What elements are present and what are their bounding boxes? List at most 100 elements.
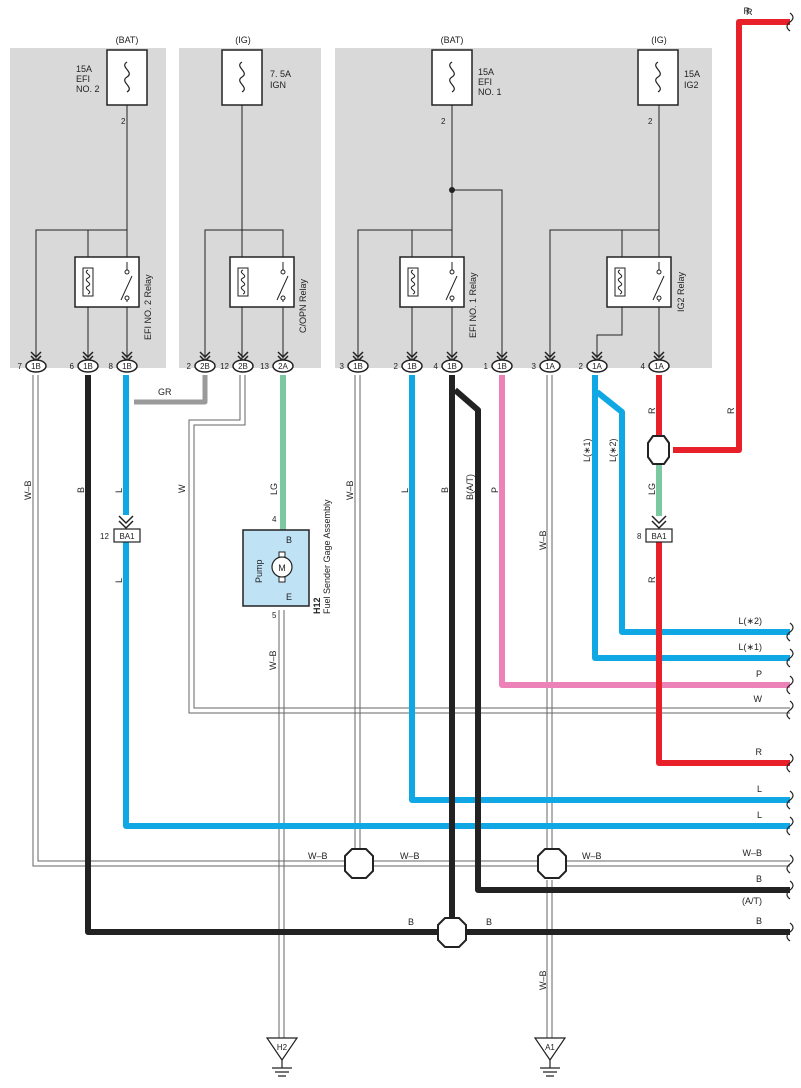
wire-l-2-1b xyxy=(409,375,790,803)
panel-internal-wiring xyxy=(35,105,660,360)
ground-label: H2 xyxy=(277,1043,288,1052)
wire-label: LG xyxy=(647,483,657,495)
fuse-efi-no2: (BAT) 15A EFI NO. 2 2 xyxy=(76,35,148,126)
splice-wb-left xyxy=(344,848,374,879)
relay-c-opn: C/OPN Relay xyxy=(229,256,308,333)
wire-label: W–B xyxy=(538,970,548,990)
relay-efi-no1: EFI NO. 1 Relay xyxy=(399,256,478,338)
right-edge-label: B xyxy=(756,874,762,884)
wire-label: L(∗1) xyxy=(582,438,592,462)
connector-code: 1A xyxy=(654,362,664,371)
colored-wires xyxy=(85,19,790,935)
edge-terminator xyxy=(786,675,794,695)
connector-code: 1A xyxy=(545,362,555,371)
fuse-ig2: (IG) 15A IG2 2 xyxy=(637,35,700,126)
wire-label: W–B xyxy=(538,530,548,550)
wire-label: R xyxy=(647,407,657,414)
connector: 1A4 xyxy=(641,351,670,373)
edge-terminator xyxy=(786,700,794,720)
edge-terminator xyxy=(786,922,794,942)
fuse-rating: 7. 5A xyxy=(270,69,291,79)
connector-code: 2B xyxy=(238,362,248,371)
right-edge-label: L(∗2) xyxy=(738,616,762,626)
connector: 1B2 xyxy=(394,351,423,373)
right-edge-label: W–B xyxy=(742,848,762,858)
ground-icon xyxy=(272,1060,292,1077)
fuel-sender-gage-assembly: M Pump B E 4 5 H12 Fuel Sender Gage Asse… xyxy=(242,499,332,620)
wire-label: L(∗2) xyxy=(608,438,618,462)
connector: 1B 1 xyxy=(484,351,513,373)
junction-pin: 12 xyxy=(100,532,109,541)
wire-label: LG xyxy=(269,483,279,495)
relay-ig2: IG2 Relay xyxy=(606,256,686,312)
edge-terminator xyxy=(786,790,794,810)
fuses: (BAT) 15A EFI NO. 2 2 (IG) 7. 5A IGN (BA… xyxy=(76,35,700,126)
connector: 1A3 xyxy=(532,351,561,373)
fuse-rating: 15A xyxy=(76,64,92,74)
right-edge-label: W xyxy=(754,694,763,704)
ground-a1: A1 xyxy=(533,1037,567,1077)
wire-label: P xyxy=(490,487,500,493)
fuse-name: EFI xyxy=(76,74,90,84)
ground-h2: H2 xyxy=(265,1037,299,1077)
edge-terminator xyxy=(786,622,794,642)
relay-label: IG2 Relay xyxy=(676,271,686,312)
splice-b xyxy=(437,917,467,948)
relay-label: EFI NO. 1 Relay xyxy=(468,272,478,338)
connector-pin: 2 xyxy=(187,362,192,371)
fuse-header: (BAT) xyxy=(441,35,464,45)
relays: EFI NO. 2 Relay C/OPN Relay EFI NO. 1 Re… xyxy=(74,256,686,340)
connector-code: 1B xyxy=(353,362,363,371)
bus-label: W–B xyxy=(400,851,420,861)
wire-labels: W–B B L L W GR LG W–B W–B L B B(A/T) P W… xyxy=(23,7,753,990)
edge-terminator xyxy=(786,753,794,773)
connector-pin: 7 xyxy=(18,362,23,371)
right-edge-label: P xyxy=(756,669,762,679)
right-edge-label: (A/T) xyxy=(742,896,762,906)
connector: 1B4 xyxy=(434,351,463,373)
wire-label: B(A/T) xyxy=(465,474,475,500)
right-edge-label: L(∗1) xyxy=(738,642,762,652)
wire-label: R xyxy=(647,576,657,583)
bus-label: B xyxy=(486,917,492,927)
junction-code: BA1 xyxy=(651,532,667,541)
bus-label: W–B xyxy=(582,851,602,861)
connector: 1B3 xyxy=(340,351,369,373)
pin-b-label: B xyxy=(286,535,292,545)
wire-b-at xyxy=(453,387,790,893)
ground-icon xyxy=(540,1060,560,1077)
pin-e-label: E xyxy=(286,592,292,602)
fuse-name: IG2 xyxy=(684,80,699,90)
fuse-header: (IG) xyxy=(651,35,667,45)
fuse-name: IGN xyxy=(270,80,286,90)
wire-l-star1 xyxy=(592,375,790,661)
wire-label: GR xyxy=(158,387,172,397)
fuse-header: (BAT) xyxy=(116,35,139,45)
right-edge-label: R xyxy=(744,6,751,16)
connector: 1A2 xyxy=(579,351,608,373)
edge-terminator xyxy=(786,12,794,32)
bus-label: B xyxy=(408,917,414,927)
connector-pin: 2 xyxy=(579,362,584,371)
fuse-name-2: NO. 2 xyxy=(76,84,100,94)
fuse-pin: 2 xyxy=(121,117,126,126)
relay-label: EFI NO. 2 Relay xyxy=(143,274,153,340)
ground-label: A1 xyxy=(545,1043,555,1052)
junction-code: BA1 xyxy=(119,532,135,541)
wire-r-top xyxy=(673,19,790,453)
splice-r xyxy=(647,435,670,465)
splices xyxy=(344,435,670,948)
fuse-efi-no1: (BAT) 15A EFI NO. 1 2 xyxy=(431,35,502,126)
right-edge-label: R xyxy=(756,747,763,757)
connector-code: 1B xyxy=(497,362,507,371)
wire-l-star2 xyxy=(595,389,790,635)
connector-pin: 1 xyxy=(484,362,489,371)
connector-code: 2A xyxy=(278,362,288,371)
relay-efi-no2: EFI NO. 2 Relay xyxy=(74,256,153,340)
wire-label: L xyxy=(114,578,124,583)
fuse-rating: 15A xyxy=(684,69,700,79)
wire-gr xyxy=(134,375,208,405)
